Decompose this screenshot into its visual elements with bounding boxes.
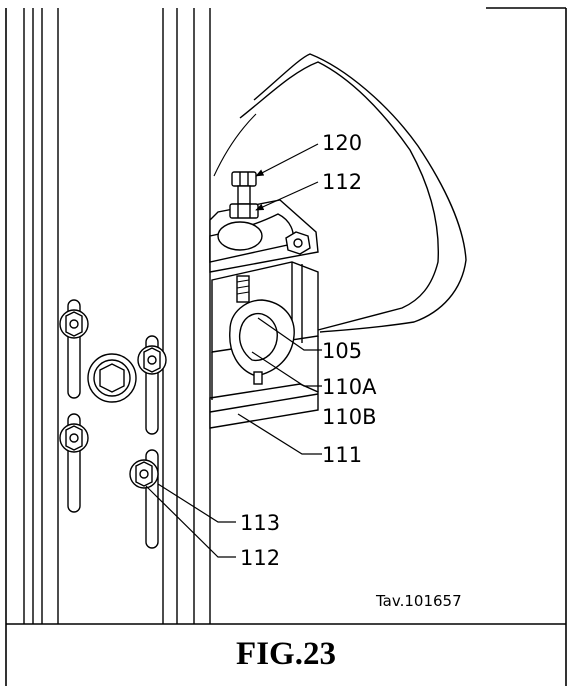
callout-110b: 110B	[322, 405, 377, 429]
disc-guard-outline	[213, 53, 467, 333]
callout-112-bottom: 112	[240, 546, 280, 570]
slotted-holes	[67, 299, 159, 549]
drawing-reference: Tav.101657	[375, 592, 462, 610]
figure-caption: FIG.23	[236, 636, 336, 672]
column-nuts	[59, 309, 167, 489]
callout-leaders	[145, 143, 322, 558]
callout-labels: 120 112 105 110A 110B 111 113 112	[240, 131, 377, 570]
figure-frame	[5, 7, 567, 686]
callout-112-top: 112	[322, 170, 362, 194]
callout-113: 113	[240, 511, 280, 535]
vertical-column	[23, 8, 211, 624]
callout-111: 111	[322, 443, 362, 467]
callout-120: 120	[322, 131, 362, 155]
bolt-120	[229, 171, 259, 303]
callout-105: 105	[322, 339, 362, 363]
callout-110a: 110A	[322, 375, 377, 399]
side-nut	[285, 231, 311, 255]
